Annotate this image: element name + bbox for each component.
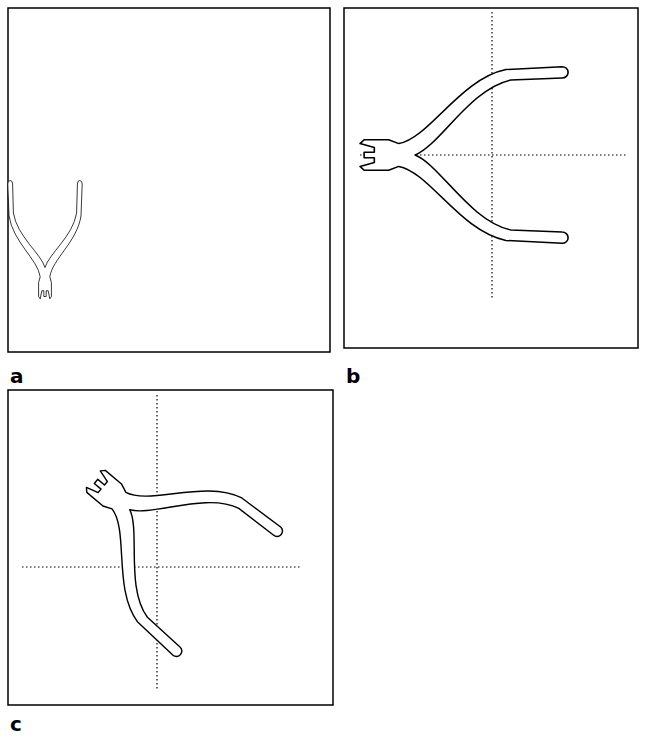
pliers (360, 67, 568, 244)
panel-label: a (10, 366, 24, 386)
crosshair (491, 12, 492, 300)
panel-frame (8, 390, 333, 705)
crosshair (156, 395, 157, 690)
panel-label: b (346, 366, 360, 386)
crosshair (22, 566, 300, 567)
panel-frame (8, 8, 330, 352)
panel-label: c (10, 714, 22, 734)
pliers (8, 181, 82, 299)
panel-frame (344, 8, 638, 348)
pliers (40, 415, 285, 659)
